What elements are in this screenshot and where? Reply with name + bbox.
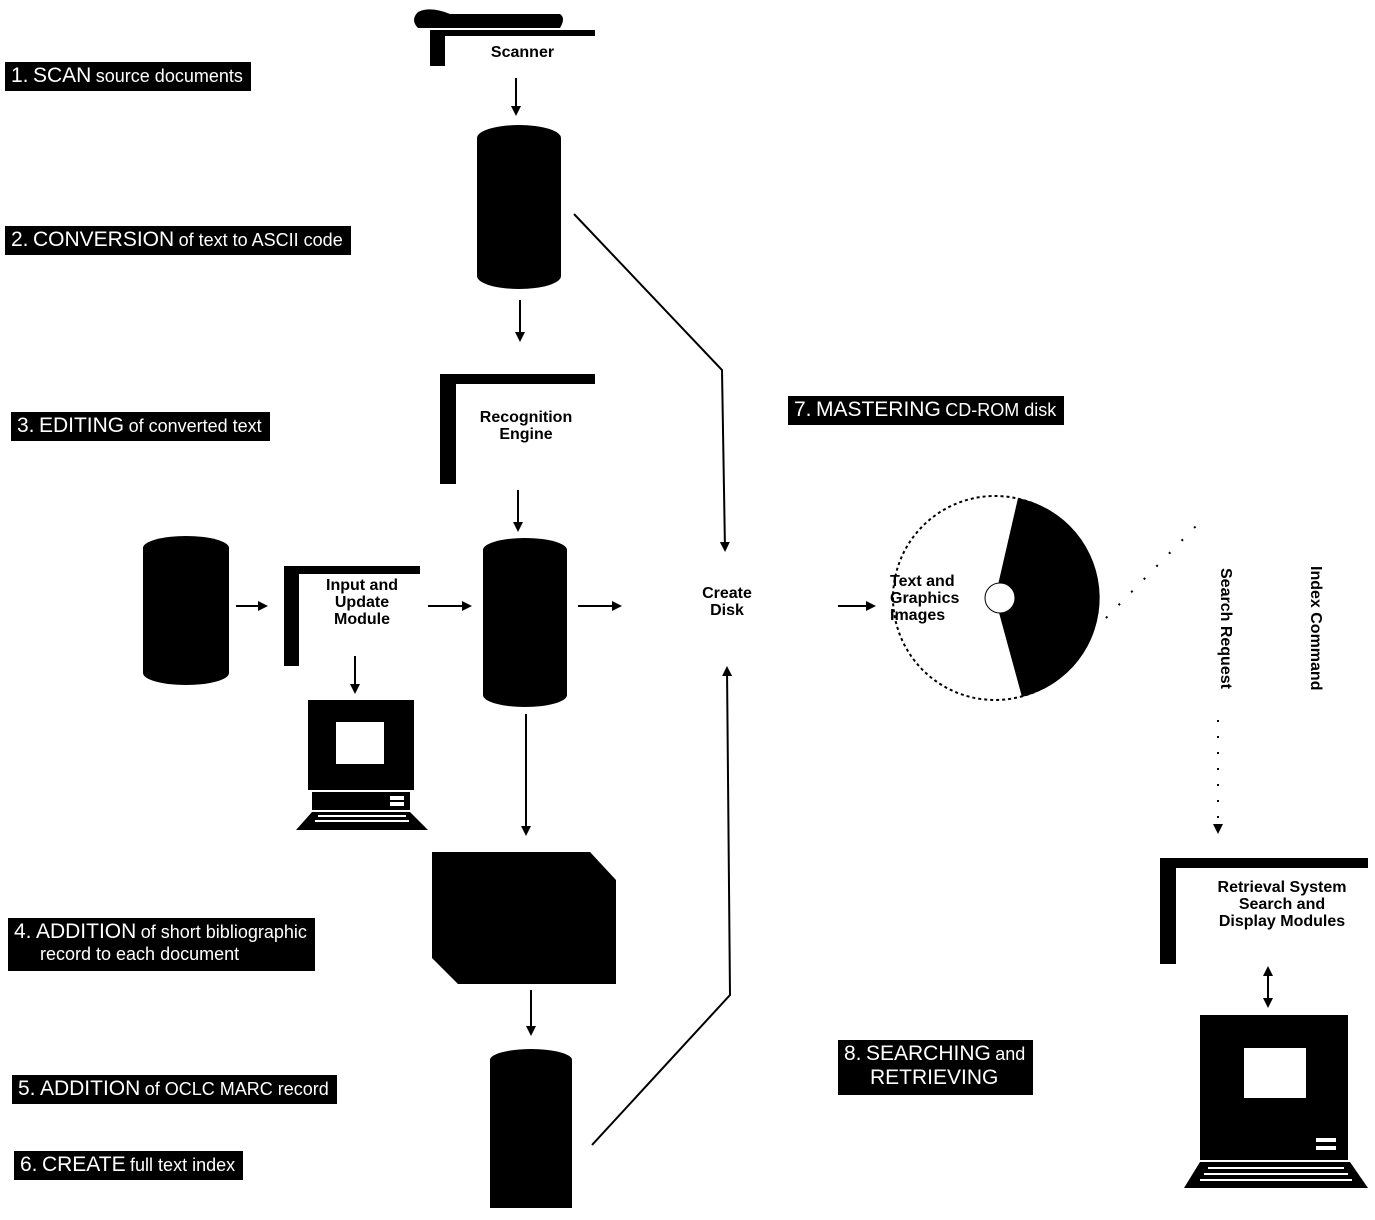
disc-label-line3: Images [890, 606, 946, 624]
arrow-images-to-create [573, 213, 730, 552]
scanned-image-storage-icon [477, 125, 561, 289]
step-6-key: CREATE [41, 1153, 126, 1176]
step-2-rest: of text to ASCII code [178, 230, 343, 250]
step-5-key: ADDITION [39, 1077, 141, 1100]
input-update-module-label: Input and Update Module [306, 577, 418, 628]
converted-text-storage-icon [483, 538, 567, 707]
search-request-label: Search Request [1217, 568, 1234, 689]
step-3-rest: of converted text [128, 416, 262, 436]
editing-workstation-icon [296, 700, 428, 830]
full-text-index-storage-icon [490, 1049, 572, 1208]
step-1-label: 1. SCAN source documents [5, 62, 251, 92]
disc-label-line2: Graphics [890, 589, 960, 607]
scanner-label: Scanner [490, 44, 555, 61]
input-update-module-icon [284, 566, 420, 666]
link-disc-to-retrieval [1105, 523, 1199, 619]
step-7-key: MASTERING [815, 398, 941, 421]
step-4-label: 4. ADDITION of short bibliographic recor… [8, 918, 315, 971]
ascii-text-storage-icon [143, 536, 229, 685]
create-label-line2: Disk [710, 601, 744, 619]
step-4-num: 4. [14, 920, 32, 943]
recognition-label-line1: Recognition [479, 409, 573, 426]
input-label-line1: Input and [326, 577, 398, 594]
step-4-line2: record to each document [40, 944, 240, 965]
bibliographic-record-icon [432, 852, 616, 984]
retrieval-label-line3: Display Modules [1218, 912, 1346, 930]
step-3-key: EDITING [38, 414, 125, 437]
step-5-num: 5. [18, 1077, 36, 1100]
flow-arrows [236, 78, 1273, 1146]
step-1-key: SCAN [32, 64, 92, 87]
step-3-label: 3. EDITING of converted text [11, 412, 270, 442]
step-8-label: 8. SEARCHING and RETRIEVING [838, 1040, 1034, 1096]
retrieval-workstation-icon [1184, 1015, 1368, 1188]
step-1-num: 1. [11, 64, 29, 87]
step-8-rest: and [995, 1044, 1026, 1064]
step-8-num: 8. [844, 1042, 862, 1065]
step-5-label: 5. ADDITION of OCLC MARC record [12, 1075, 337, 1105]
cd-rom-disc-icon [892, 495, 1100, 701]
retrieval-label-line1: Retrieval System [1217, 879, 1347, 896]
step-6-label: 6. CREATE full text index [14, 1151, 244, 1181]
step-2-num: 2. [11, 228, 29, 251]
create-label-line1: Create [702, 585, 752, 602]
input-label-line2: Update [334, 593, 390, 611]
arrow-index-to-create [591, 666, 733, 1146]
disc-label-line1: Text and [890, 573, 955, 590]
index-command-label: Index Command [1307, 566, 1324, 691]
step-8-key: SEARCHING [865, 1042, 991, 1065]
retrieval-system-icon [1160, 858, 1368, 964]
step-1-rest: source documents [95, 66, 243, 86]
step-3-num: 3. [17, 414, 35, 437]
step-2-label: 2. CONVERSION of text to ASCII code [5, 226, 351, 256]
input-label-line3: Module [334, 610, 390, 628]
recognition-engine-icon [440, 374, 595, 484]
step-7-rest: CD-ROM disk [945, 400, 1057, 420]
retrieval-label-line2: Search and [1238, 895, 1326, 913]
step-4-rest: of short bibliographic [140, 922, 307, 942]
step-7-num: 7. [794, 398, 812, 421]
step-7-label: 7. MASTERING CD-ROM disk [788, 396, 1065, 426]
step-6-rest: full text index [130, 1155, 236, 1175]
step-2-key: CONVERSION [32, 228, 175, 251]
recognition-label-line2: Engine [499, 425, 553, 443]
create-disk-label: Create Disk [688, 585, 766, 620]
step-8-line2: RETRIEVING [870, 1066, 999, 1090]
step-5-rest: of OCLC MARC record [144, 1079, 329, 1099]
retrieval-system-label: Retrieval System Search and Display Modu… [1196, 879, 1368, 930]
disc-label: Text and Graphics Images [890, 573, 978, 624]
recognition-engine-label: Recognition Engine [462, 409, 590, 444]
step-4-key: ADDITION [35, 920, 137, 943]
scanner-icon [414, 9, 595, 66]
step-6-num: 6. [20, 1153, 38, 1176]
